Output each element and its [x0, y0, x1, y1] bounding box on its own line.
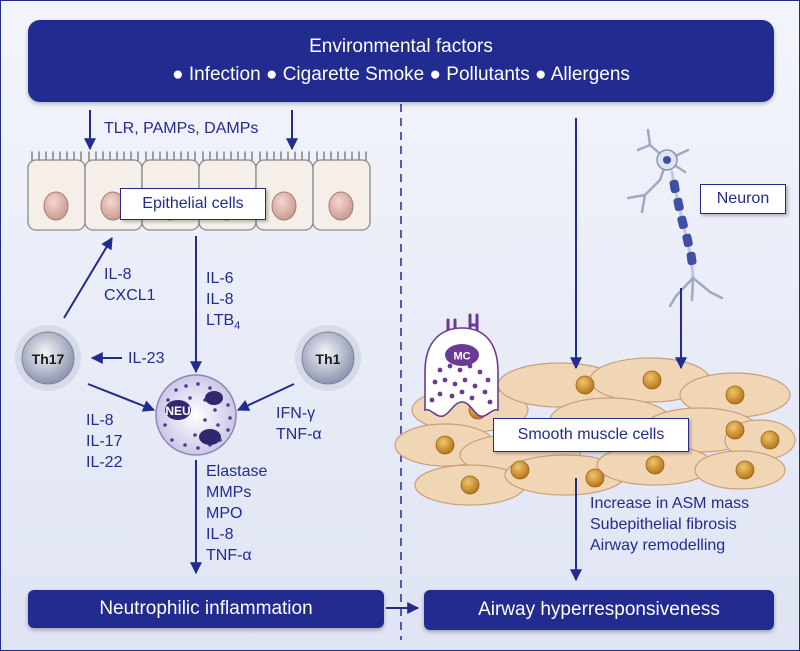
product-tnfa: TNF-α: [206, 547, 252, 564]
il23-label: IL-23: [128, 350, 165, 367]
mast-cell-label: MC: [453, 351, 470, 363]
neuron-myelin: [669, 179, 697, 266]
mediator-ltb4: LTB4: [206, 310, 240, 337]
cytokine-il8: IL-8: [104, 266, 132, 283]
smooth-muscle-label: Smooth muscle cells: [493, 418, 689, 452]
arrow-th17-to-neu: [87, 383, 156, 412]
banner-title: Environmental factors: [309, 36, 493, 57]
th17-to-epi-cytokines: IL-8 CXCL1: [104, 264, 156, 306]
neutrophilic-inflammation-bar: Neutrophilic inflammation: [28, 590, 384, 628]
effect-subepithelial-fibrosis: Subepithelial fibrosis: [590, 516, 737, 533]
effect-airway-remodelling: Airway remodelling: [590, 537, 726, 554]
factor-cigarette-smoke: Cigarette Smoke: [282, 64, 425, 85]
mast-cell: MC: [424, 313, 499, 418]
arrows: [63, 110, 687, 614]
th17-cytokine-il22: IL-22: [86, 454, 123, 471]
factor-allergens: Allergens: [550, 64, 630, 85]
effect-asm-mass: Increase in ASM mass: [590, 495, 750, 512]
receptors-label: TLR, PAMPs, DAMPs: [104, 120, 259, 137]
mediator-il6: IL-6: [206, 270, 234, 287]
neu-products-list: Elastase MMPs MPO IL-8 TNF-α: [206, 461, 267, 566]
product-mpo: MPO: [206, 505, 243, 522]
neu-label: NEU: [165, 404, 190, 418]
factor-infection: Infection: [188, 64, 261, 85]
environmental-factors-banner: Environmental factors ● Infection ● Ciga…: [28, 20, 774, 102]
epithelial-cilia: [31, 151, 367, 161]
arrow-th1-to-neu: [236, 383, 295, 411]
arrow-th17-to-epi: [63, 236, 113, 319]
mediator-il8: IL-8: [206, 291, 234, 308]
epithelial-cells-label: Epithelial cells: [120, 188, 266, 220]
neutrophil-nucleus-lobes: [165, 391, 223, 445]
neu-mediators-list: IL-6 IL-8 LTB4: [206, 268, 240, 337]
bullet-icon: ●: [172, 64, 184, 85]
neuron-nucleus: [663, 156, 671, 164]
bullet-icon: ●: [535, 64, 547, 85]
smooth-muscle-cluster: [394, 357, 796, 506]
th17-cytokines-list: IL-8 IL-17 IL-22: [86, 410, 122, 473]
th1-cell: Th1: [295, 325, 361, 391]
mast-cell-body: [424, 327, 499, 418]
th17-cytokine-il8: IL-8: [86, 412, 114, 429]
mast-cell-granules: [429, 363, 493, 405]
th1-cytokines-list: IFN-γ TNF-α: [276, 403, 322, 445]
remodelling-effects-list: Increase in ASM mass Subepithelial fibro…: [590, 493, 749, 556]
bullet-icon: ●: [429, 64, 441, 85]
product-mmps: MMPs: [206, 484, 252, 501]
th1-cytokine-ifng: IFN-γ: [276, 405, 316, 422]
smooth-muscle-nuclei: [435, 370, 780, 495]
neutrophil-cell: NEU: [155, 374, 237, 456]
mediator-ltb: LTB: [206, 312, 235, 329]
bullet-icon: ●: [265, 64, 278, 85]
mast-cell-nucleus: [445, 344, 479, 366]
product-elastase: Elastase: [206, 463, 268, 480]
th17-cytokine-il17: IL-17: [86, 433, 123, 450]
ltb-subscript: 4: [234, 320, 241, 333]
product-il8: IL-8: [206, 526, 234, 543]
th17-cell: Th17: [15, 325, 81, 391]
neuron-label: Neuron: [700, 184, 786, 214]
cytokine-cxcl1: CXCL1: [104, 287, 156, 304]
factor-pollutants: Pollutants: [446, 64, 530, 85]
th1-label: Th1: [316, 351, 341, 367]
airway-hyperresponsiveness-bar: Airway hyperresponsiveness: [424, 590, 774, 630]
th17-label: Th17: [32, 351, 65, 367]
banner-factors: ● Infection ● Cigarette Smoke ● Pollutan…: [28, 64, 774, 86]
th1-cytokine-tnfa: TNF-α: [276, 426, 322, 443]
